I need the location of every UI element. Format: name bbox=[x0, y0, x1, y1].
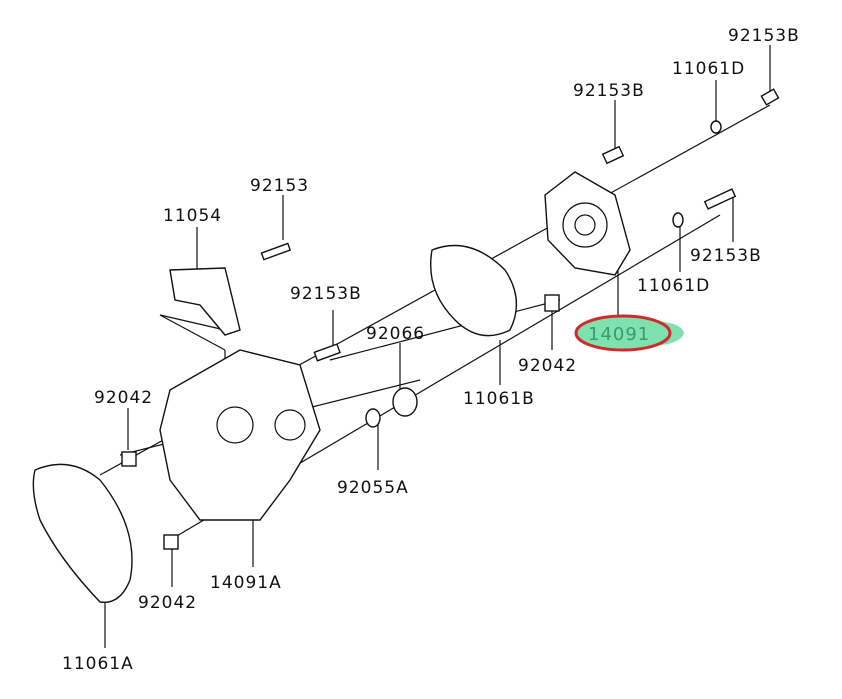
label-11054: 11054 bbox=[163, 206, 222, 226]
bolt-92153B-left bbox=[313, 343, 341, 362]
label-92066: 92066 bbox=[366, 324, 425, 344]
label-92153B: 92153B bbox=[690, 246, 762, 266]
label-92042: 92042 bbox=[94, 388, 153, 408]
gasket-11061A bbox=[32, 463, 133, 604]
label-92042: 92042 bbox=[138, 593, 197, 613]
label-92042: 92042 bbox=[518, 356, 577, 376]
cover-14091A bbox=[159, 349, 321, 521]
label-11061D: 11061D bbox=[672, 59, 745, 79]
label-14091A: 14091A bbox=[210, 573, 282, 593]
bracket-11054 bbox=[169, 267, 241, 336]
dowel-92042-bottom bbox=[163, 534, 179, 550]
dowel-92042-left bbox=[121, 451, 137, 467]
gasket-11061B bbox=[430, 244, 518, 337]
label-11061B: 11061B bbox=[463, 389, 535, 409]
oring-92055A bbox=[365, 408, 381, 428]
dowel-92042-mid bbox=[544, 294, 560, 312]
washer-11061D-right bbox=[672, 212, 684, 228]
gear-92066 bbox=[392, 387, 418, 417]
label-92153B: 92153B bbox=[728, 26, 800, 46]
cover-14091 bbox=[544, 171, 631, 276]
bolt-92153B-upper bbox=[601, 145, 625, 165]
label-11061A: 11061A bbox=[62, 654, 134, 674]
bolt-92153B-right bbox=[703, 188, 737, 210]
label-11061D: 11061D bbox=[637, 276, 710, 296]
label-14091-highlighted: 14091 bbox=[588, 324, 650, 345]
label-92055A: 92055A bbox=[337, 478, 409, 498]
highlight-circle bbox=[574, 314, 672, 352]
assembly-lines bbox=[99, 45, 771, 648]
bolt-92153B-top bbox=[760, 88, 780, 106]
label-92153: 92153 bbox=[250, 176, 309, 196]
bolt-92153 bbox=[260, 242, 292, 261]
label-92153B: 92153B bbox=[290, 284, 362, 304]
washer-11061D-top bbox=[710, 120, 722, 134]
label-92153B: 92153B bbox=[573, 81, 645, 101]
